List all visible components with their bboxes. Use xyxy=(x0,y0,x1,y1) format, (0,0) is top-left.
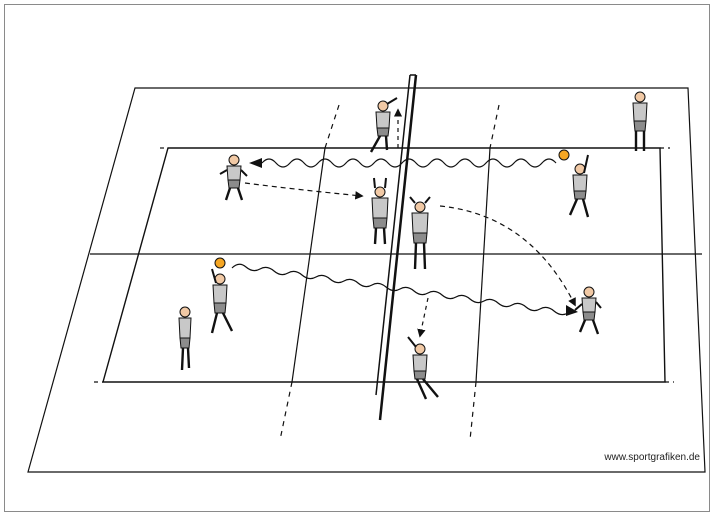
credit-text: www.sportgrafiken.de xyxy=(604,452,700,463)
ball-left-attacker xyxy=(215,258,225,268)
ball-right-server xyxy=(559,150,569,160)
outer-area xyxy=(28,88,705,472)
